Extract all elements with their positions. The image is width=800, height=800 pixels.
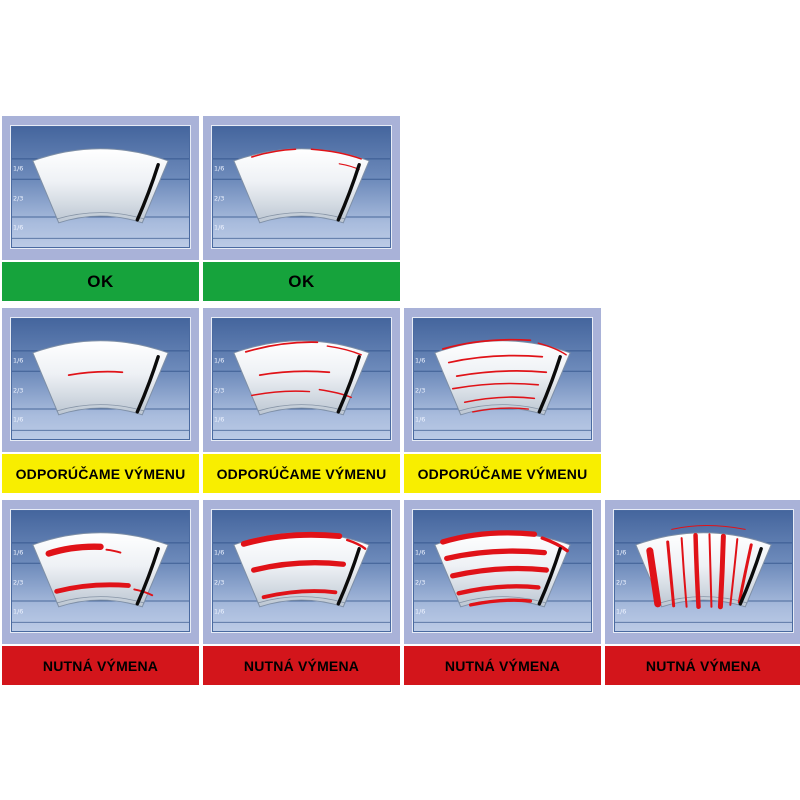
- tile-frame: 1/6 2/3 1/6: [2, 116, 199, 260]
- wiper-single-streak-graphic: 1/6 2/3 1/6: [11, 340, 190, 431]
- test-panel: 1/6 2/3 1/6: [412, 317, 593, 441]
- test-panel: 1/6 2/3 1/6: [211, 317, 392, 441]
- status-label-required: NUTNÁ VÝMENA: [203, 646, 400, 685]
- scale-marker-label: 2/3: [616, 579, 626, 587]
- scale-marker-label: 1/6: [415, 357, 425, 365]
- scale-marker-label: 2/3: [13, 387, 23, 395]
- tile-frame: 1/6 2/3 1/6: [203, 116, 400, 260]
- scale-marker-label: 1/6: [214, 357, 224, 365]
- status-label-ok: OK: [2, 262, 199, 301]
- wiper-blade-icon: [336, 547, 361, 606]
- scale-marker-label: 1/6: [13, 165, 23, 173]
- scale-marker-label: 2/3: [214, 387, 224, 395]
- status-label-recommend: ODPORÚČAME VÝMENU: [2, 454, 199, 493]
- status-label-required: NUTNÁ VÝMENA: [605, 646, 800, 685]
- wiper-vertical-smears-graphic: 1/6 2/3 1/6: [614, 525, 793, 623]
- status-label-recommend: ODPORÚČAME VÝMENU: [404, 454, 601, 493]
- wiper-blade-icon: [537, 355, 562, 414]
- status-label-required: NUTNÁ VÝMENA: [2, 646, 199, 685]
- scale-marker-label: 2/3: [214, 195, 224, 203]
- wiper-blade-icon: [135, 547, 160, 606]
- wiper-blade-icon: [336, 163, 361, 222]
- test-panel: 1/6 2/3 1/6: [10, 509, 191, 633]
- status-label-recommend: ODPORÚČAME VÝMENU: [203, 454, 400, 493]
- scale-marker-label: 2/3: [13, 195, 23, 203]
- wiper-faint-top-streaks-graphic: 1/6 2/3 1/6: [212, 148, 391, 239]
- scale-marker-label: 1/6: [415, 416, 425, 424]
- scale-marker-label: 1/6: [13, 608, 23, 616]
- scale-marker-label: 2/3: [415, 387, 425, 395]
- tile-frame: 1/6 2/3 1/6: [2, 308, 199, 452]
- scale-marker-label: 2/3: [214, 579, 224, 587]
- wiper-blade-icon: [537, 547, 562, 606]
- scale-marker-label: 1/6: [13, 416, 23, 424]
- tile-frame: 1/6 2/3 1/6: [404, 308, 601, 452]
- scale-marker-label: 2/3: [415, 579, 425, 587]
- scale-marker-label: 1/6: [13, 357, 23, 365]
- wiper-blade-icon: [738, 547, 763, 606]
- scale-marker-label: 1/6: [415, 549, 425, 557]
- wiper-thick-smears-medium-graphic: 1/6 2/3 1/6: [212, 531, 391, 623]
- tile-frame: 1/6 2/3 1/6: [203, 500, 400, 644]
- wiper-thick-smears-light-graphic: 1/6 2/3 1/6: [11, 532, 190, 623]
- scale-marker-label: 1/6: [214, 165, 224, 173]
- scale-marker-label: 1/6: [13, 549, 23, 557]
- wiper-thick-smears-heavy-graphic: 1/6 2/3 1/6: [413, 530, 592, 623]
- scale-marker-label: 1/6: [214, 608, 224, 616]
- scale-marker-label: 1/6: [616, 549, 626, 557]
- status-label-required: NUTNÁ VÝMENA: [404, 646, 601, 685]
- scale-marker-label: 1/6: [214, 224, 224, 232]
- test-panel: 1/6 2/3 1/6: [211, 509, 392, 633]
- test-panel: 1/6 2/3 1/6: [211, 125, 392, 249]
- tile-frame: 1/6 2/3 1/6: [2, 500, 199, 644]
- tile-frame: 1/6 2/3 1/6: [605, 500, 800, 644]
- tile-frame: 1/6 2/3 1/6: [404, 500, 601, 644]
- wiper-blade-icon: [135, 163, 160, 222]
- wiper-blade-icon: [135, 355, 160, 414]
- test-panel: 1/6 2/3 1/6: [613, 509, 794, 633]
- wiper-many-streaks-graphic: 1/6 2/3 1/6: [413, 338, 592, 431]
- test-panel: 1/6 2/3 1/6: [412, 509, 593, 633]
- tile-frame: 1/6 2/3 1/6: [203, 308, 400, 452]
- test-panel: 1/6 2/3 1/6: [10, 317, 191, 441]
- status-label-ok: OK: [203, 262, 400, 301]
- scale-marker-label: 1/6: [214, 416, 224, 424]
- scale-marker-label: 1/6: [616, 608, 626, 616]
- scale-marker-label: 2/3: [13, 579, 23, 587]
- test-panel: 1/6 2/3 1/6: [10, 125, 191, 249]
- wiper-blade-icon: [336, 355, 361, 414]
- scale-marker-label: 1/6: [13, 224, 23, 232]
- scale-marker-label: 1/6: [214, 549, 224, 557]
- scale-marker-label: 1/6: [415, 608, 425, 616]
- wiper-several-streaks-graphic: 1/6 2/3 1/6: [212, 340, 391, 431]
- wiper-clean-graphic: 1/6 2/3 1/6: [11, 148, 190, 239]
